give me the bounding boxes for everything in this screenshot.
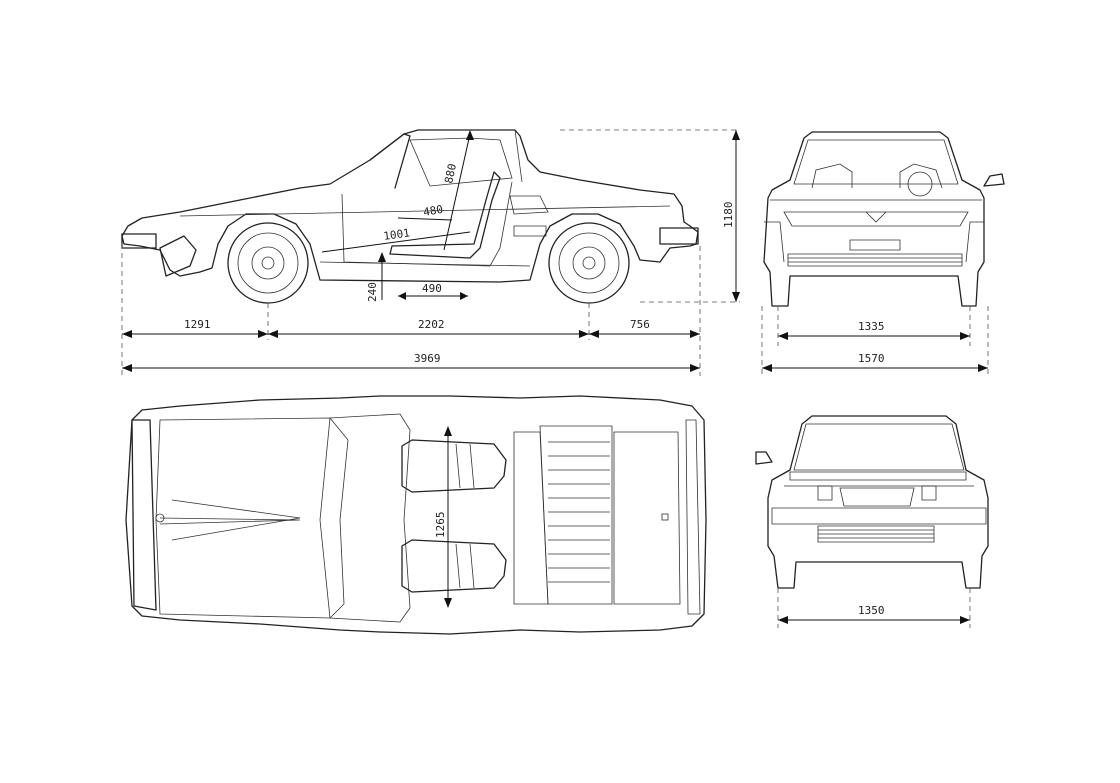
- front-hood-notch: [865, 211, 887, 223]
- backrest-line: [397, 217, 453, 221]
- dim-wheelbase: 2202: [418, 318, 445, 331]
- dim-seat-travel: 490: [422, 282, 442, 295]
- top-windshield: [319, 413, 411, 623]
- top-trunk-lid: [613, 431, 681, 605]
- dim-front-track: 1335: [858, 320, 885, 333]
- front-steering-wheel: [907, 171, 933, 197]
- dim-overall-length: 3969: [414, 352, 441, 365]
- top-lock: [661, 513, 669, 521]
- dim-headroom: 1001: [383, 226, 411, 243]
- top-badge: [155, 513, 165, 523]
- top-body-outline: [125, 395, 707, 635]
- front-plate: [849, 239, 901, 251]
- front-body-outline: [763, 131, 985, 307]
- rear-light-right: [921, 485, 937, 501]
- side-view: 880 1001 480 240 490: [121, 129, 699, 304]
- rear-plate-recess: [839, 487, 915, 507]
- top-tunnel: [513, 431, 549, 605]
- dim-seat-height: 240: [366, 282, 379, 302]
- side-door-handle: [509, 195, 549, 215]
- top-front-bumper: [131, 419, 157, 611]
- rear-window: [793, 423, 965, 471]
- side-seat: [389, 171, 501, 259]
- top-hood: [155, 417, 349, 619]
- top-hood-rise: [171, 499, 301, 541]
- dim-front-overhang: 1291: [184, 318, 211, 331]
- front-mirror: [983, 173, 1005, 187]
- front-bumper-right: [965, 221, 984, 263]
- side-sill: [319, 261, 531, 267]
- rear-view: 1350: [755, 415, 989, 628]
- rear-light-left: [817, 485, 833, 501]
- side-belt-line: [179, 205, 671, 217]
- front-view: 1335 1570: [761, 131, 1005, 376]
- front-windshield: [793, 139, 959, 185]
- side-window: [409, 137, 513, 187]
- side-rear-bumper: [659, 227, 699, 245]
- top-engine-slats: [548, 441, 610, 583]
- top-seat-lower: [401, 539, 507, 593]
- side-dimensions: 1291 2202 756 3969 1180: [121, 129, 740, 376]
- top-view: 1265: [125, 395, 707, 635]
- side-roof-bar: [514, 129, 523, 183]
- side-side-vent: [513, 225, 547, 237]
- front-bumper-left: [764, 221, 785, 263]
- side-windshield: [369, 133, 411, 189]
- top-engine-cover: [539, 425, 613, 605]
- front-hood: [770, 199, 982, 227]
- rear-spoiler: [789, 471, 967, 481]
- top-rear-lid: [685, 419, 701, 615]
- top-hood-centerline: [159, 517, 301, 525]
- seat-back-line: [443, 133, 471, 251]
- front-grille: [787, 253, 963, 267]
- dim-rear-track: 1350: [858, 604, 885, 617]
- headroom-line: [321, 231, 471, 253]
- side-body-outline: [121, 129, 699, 283]
- dim-overall-width: 1570: [858, 352, 885, 365]
- front-seat-left: [811, 163, 853, 189]
- side-door: [341, 181, 513, 267]
- dim-overall-height: 1180: [722, 202, 735, 229]
- side-front-spoiler: [159, 235, 197, 277]
- side-rear-wheel: [548, 222, 630, 304]
- front-seat-right: [899, 163, 943, 189]
- side-front-wheel: [227, 222, 309, 304]
- rear-body-outline: [767, 415, 989, 589]
- dim-rear-overhang: 756: [630, 318, 650, 331]
- rear-grille: [817, 525, 935, 543]
- dim-seat-back: 880: [442, 162, 459, 184]
- rear-mirror: [755, 451, 773, 465]
- rear-bumper: [771, 507, 987, 525]
- top-seat-upper: [401, 439, 507, 493]
- dim-backrest: 480: [422, 203, 444, 219]
- dim-cabin-width: 1265: [434, 512, 447, 539]
- side-front-bumper: [121, 233, 157, 249]
